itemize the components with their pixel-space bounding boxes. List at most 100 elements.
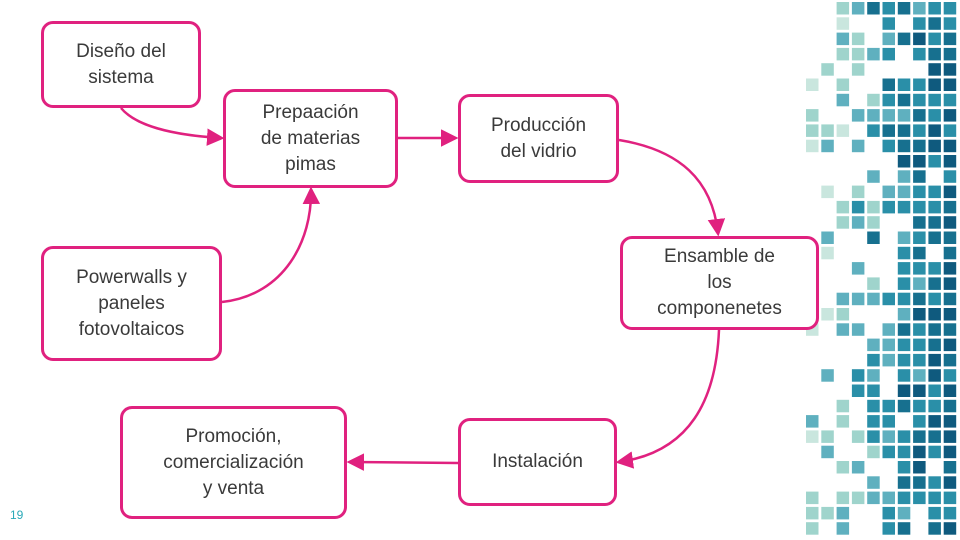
mosaic-tile	[943, 461, 957, 474]
mosaic-tile	[821, 369, 834, 382]
mosaic-tile	[943, 170, 957, 183]
mosaic-tile	[897, 353, 911, 367]
mosaic-tile	[897, 506, 911, 520]
mosaic-tile	[851, 292, 865, 306]
mosaic-tile	[867, 124, 880, 137]
node-promocion-comercializacion-venta: Promoción, comercialización y venta	[120, 406, 347, 519]
node-prepaacion-materias-pimas: Prepaación de materias pimas	[223, 89, 398, 188]
mosaic-tile	[836, 200, 850, 214]
mosaic-tile	[897, 522, 911, 535]
mosaic-tile	[867, 491, 880, 505]
mosaic-tile	[928, 338, 941, 352]
mosaic-tile	[897, 231, 911, 244]
mosaic-tile	[882, 93, 895, 107]
mosaic-tile	[851, 200, 865, 214]
mosaic-tile	[851, 216, 865, 229]
mosaic-tile	[806, 124, 819, 137]
node-instalacion: Instalación	[458, 418, 617, 506]
mosaic-tile	[836, 415, 850, 428]
mosaic-tile	[867, 2, 880, 15]
mosaic-tile	[897, 430, 911, 443]
mosaic-tile	[928, 522, 941, 535]
mosaic-tile	[851, 63, 865, 76]
mosaic-tile	[882, 323, 895, 336]
node-label: Instalación	[492, 451, 583, 472]
mosaic-tile	[943, 415, 957, 428]
mosaic-tile	[913, 461, 926, 474]
mosaic-tile	[928, 506, 941, 520]
mosaic-tile	[913, 491, 926, 505]
mosaic-tile	[806, 139, 819, 153]
mosaic-tile	[913, 292, 926, 306]
mosaic-tile	[882, 139, 895, 153]
mosaic-tile	[836, 491, 850, 505]
mosaic-tile	[882, 506, 895, 520]
mosaic-tile	[897, 445, 911, 459]
mosaic-tile	[821, 231, 834, 244]
mosaic-tile	[821, 139, 834, 153]
mosaic-tile	[851, 491, 865, 505]
mosaic-tile	[851, 32, 865, 46]
mosaic-tile	[897, 384, 911, 397]
mosaic-tile	[836, 506, 850, 520]
mosaic-tile	[913, 445, 926, 459]
mosaic-tile	[928, 415, 941, 428]
mosaic-tile	[913, 139, 926, 153]
mosaic-tile	[913, 170, 926, 183]
mosaic-tile	[943, 353, 957, 367]
mosaic-tile	[943, 491, 957, 505]
mosaic-tile	[867, 277, 880, 290]
arrow-instalacion-to-promocion	[346, 453, 459, 471]
node-label: Powerwalls y paneles fotovoltaicos	[76, 266, 187, 340]
mosaic-tile	[913, 353, 926, 367]
mosaic-tile	[882, 292, 895, 306]
mosaic-tile	[897, 491, 911, 505]
mosaic-tile	[943, 63, 957, 76]
mosaic-tile	[821, 124, 834, 137]
mosaic-tile	[821, 308, 834, 321]
mosaic-tile	[928, 200, 941, 214]
mosaic-tile	[928, 109, 941, 122]
mosaic-tile	[821, 445, 834, 459]
mosaic-tile	[851, 139, 865, 153]
mosaic-tile	[882, 522, 895, 535]
mosaic-tile	[943, 277, 957, 290]
mosaic-tile	[882, 399, 895, 413]
mosaic-tile	[882, 445, 895, 459]
mosaic-tile	[867, 170, 880, 183]
mosaic-tile	[943, 231, 957, 244]
mosaic-tile	[882, 17, 895, 30]
mosaic-tile	[943, 506, 957, 520]
mosaic-tile	[882, 32, 895, 46]
mosaic-tile	[836, 399, 850, 413]
mosaic-tile	[836, 93, 850, 107]
mosaic-tile	[851, 2, 865, 15]
mosaic-tile	[897, 308, 911, 321]
mosaic-tile	[867, 445, 880, 459]
mosaic-tile	[806, 430, 819, 443]
mosaic-tile	[882, 415, 895, 428]
mosaic-tile	[913, 155, 926, 168]
mosaic-tile	[836, 17, 850, 30]
mosaic-tile	[897, 170, 911, 183]
mosaic-tile	[897, 338, 911, 352]
mosaic-tile	[897, 155, 911, 168]
mosaic-tile	[928, 124, 941, 137]
node-ensamble-componentes: Ensamble de los componenetes	[620, 236, 819, 330]
mosaic-tile	[821, 506, 834, 520]
arrow-ensamble-to-instalacion	[615, 329, 721, 469]
mosaic-tile	[943, 93, 957, 107]
mosaic-tile	[913, 32, 926, 46]
mosaic-tile	[928, 323, 941, 336]
mosaic-tile	[928, 308, 941, 321]
mosaic-tile	[897, 139, 911, 153]
mosaic-tile	[867, 216, 880, 229]
mosaic-tile	[897, 185, 911, 199]
mosaic-tile	[836, 522, 850, 535]
mosaic-tile	[821, 430, 834, 443]
mosaic-tile	[897, 292, 911, 306]
mosaic-tile	[928, 231, 941, 244]
mosaic-tile	[943, 430, 957, 443]
mosaic-tile	[913, 399, 926, 413]
mosaic-tile	[943, 78, 957, 91]
